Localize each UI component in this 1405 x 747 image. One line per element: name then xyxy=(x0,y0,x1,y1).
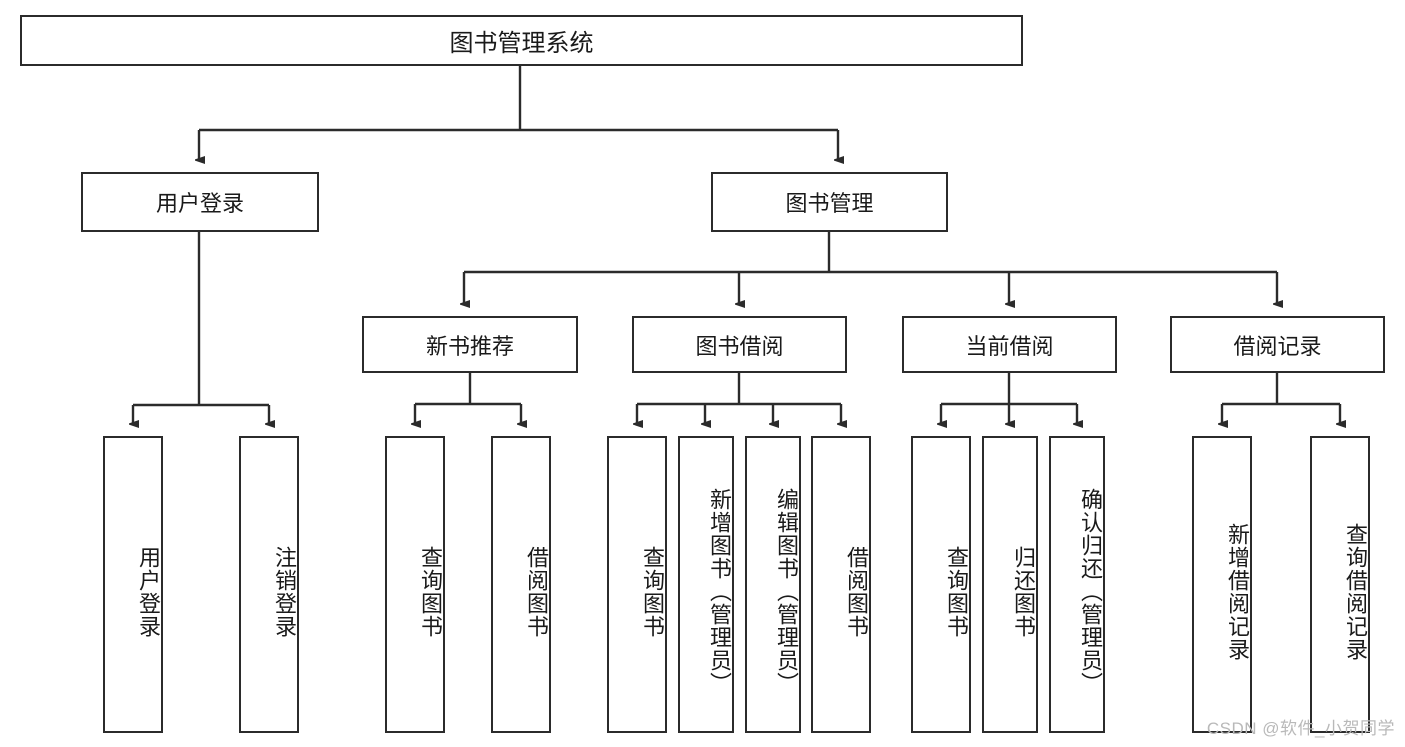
leaf-query-borrow-record[interactable]: 查询借阅记录 xyxy=(1310,436,1370,733)
leaf-borrow-book-recommend[interactable]: 借阅图书 xyxy=(491,436,551,733)
leaf-confirm-return[interactable]: 确认归还（管理员） xyxy=(1049,436,1105,733)
leaf-query-book-current[interactable]: 查询图书 xyxy=(911,436,971,733)
leaf-add-borrow-record[interactable]: 新增借阅记录 xyxy=(1192,436,1252,733)
leaf-edit-book[interactable]: 编辑图书（管理员） xyxy=(745,436,801,733)
leaf-query-book-recommend[interactable]: 查询图书 xyxy=(385,436,445,733)
leaf-user-login[interactable]: 用户登录 xyxy=(103,436,163,733)
node-new-book-recommend[interactable]: 新书推荐 xyxy=(362,316,578,373)
node-user-login[interactable]: 用户登录 xyxy=(81,172,319,232)
leaf-return-book[interactable]: 归还图书 xyxy=(982,436,1038,733)
node-book-management[interactable]: 图书管理 xyxy=(711,172,948,232)
leaf-query-book-borrow[interactable]: 查询图书 xyxy=(607,436,667,733)
node-book-borrow[interactable]: 图书借阅 xyxy=(632,316,847,373)
leaf-add-book[interactable]: 新增图书（管理员） xyxy=(678,436,734,733)
node-current-borrow[interactable]: 当前借阅 xyxy=(902,316,1117,373)
leaf-borrow-book-borrow[interactable]: 借阅图书 xyxy=(811,436,871,733)
leaf-logout[interactable]: 注销登录 xyxy=(239,436,299,733)
watermark-text: CSDN @软件_小贺同学 xyxy=(1206,719,1395,738)
node-borrow-record[interactable]: 借阅记录 xyxy=(1170,316,1385,373)
node-root-system[interactable]: 图书管理系统 xyxy=(20,15,1023,66)
